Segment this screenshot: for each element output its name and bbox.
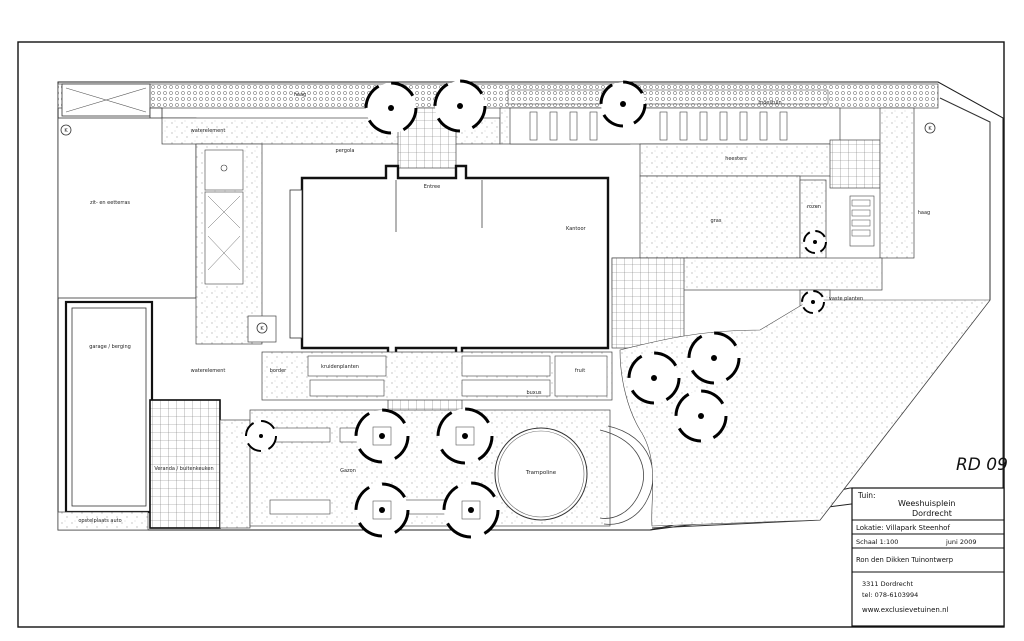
label-car-parking: opstelplaats auto [78,518,121,524]
label-water-element: waterelement [191,128,226,134]
top-planting-strip [57,83,939,109]
tree-symbol [436,407,494,465]
tb-location: Lokatie: Villapark Steenhof [856,524,950,532]
label-terrace-left: zit- en eetterras [90,200,130,206]
label-shrubs: heesters [725,156,747,162]
label-vegetables: moestuin [758,100,781,106]
tree-symbol [245,420,277,452]
label-grass: gras [711,218,722,224]
tb-phone: tel: 078-6103994 [862,591,918,599]
svg-text:K: K [928,126,932,132]
label-water-element-2: waterelement [191,368,226,374]
tb-scale: Schaal 1:100 [856,538,898,546]
label-herbs: kruidenplanten [321,364,359,370]
svg-text:K: K [260,326,264,332]
tb-garden-city: Dordrecht [912,509,952,518]
label-roses: rozen [807,204,821,210]
tree-symbol [627,351,681,405]
label-box: buxus [526,390,541,396]
pergola-area [509,107,841,145]
signature: RD 09 [956,455,1008,475]
tree-symbol [442,481,500,539]
tree-symbol [687,331,741,385]
tree-symbol [354,408,410,464]
label-border: border [270,368,287,374]
tree-symbol [354,482,410,538]
tb-garden-label: Tuin: [857,491,876,500]
tb-designer: Ron den Dikken Tuinontwerp [856,556,953,564]
tree-symbol [364,81,418,135]
tb-postal-city: 3311 Dordrecht [862,580,913,588]
label-house: Kantoor [566,226,587,232]
trampoline [494,427,588,521]
tb-website: www.exclusievetuinen.nl [862,606,949,614]
label-hedge-right: haag [918,210,930,216]
tree-symbol [674,389,728,443]
label-pergola: pergola [336,148,355,154]
label-terrace: Veranda / buitenkeuken [154,466,213,472]
house-outline [300,164,610,362]
tb-date: juni 2009 [945,538,976,546]
tree-symbol [599,80,647,128]
tree-symbols [245,79,827,539]
garage [64,300,154,514]
label-hedge-top: haag [294,92,306,98]
tb-garden-name: Weeshuisplein [898,499,956,508]
right-lawn [639,175,801,259]
label-entrance: Entree [424,184,440,190]
title-block: Tuin: Weeshuisplein Dordrecht Lokatie: V… [851,487,1005,627]
label-trampoline: Trampoline [525,470,557,476]
veranda-tiles [149,399,221,529]
label-plants: vaste planten [829,296,863,302]
label-garage: garage / berging [89,344,131,350]
tree-symbol [801,290,825,314]
label-lawn: Gazon [340,468,356,474]
sheet-frame [17,41,1005,628]
label-fruit: fruit [575,368,585,374]
curved-border [599,429,644,519]
svg-text:K: K [64,128,68,134]
tree-symbol [803,230,827,254]
tree-symbol [433,79,487,133]
